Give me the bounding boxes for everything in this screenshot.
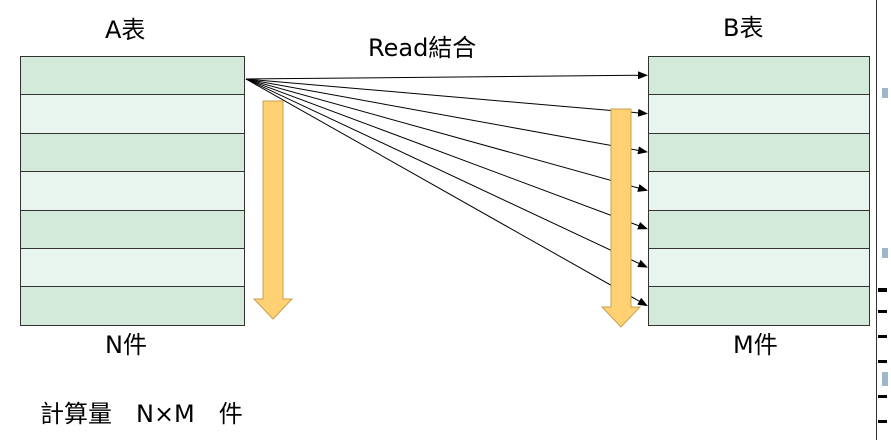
table-a-row-1 [20, 57, 245, 96]
table-b-scan-arrow [600, 108, 642, 328]
join-arrow-6 [245, 78, 648, 268]
table-a [20, 56, 245, 326]
table-b-title: B表 [723, 14, 764, 42]
table-b-row-4 [648, 172, 870, 211]
table-a-row-5 [20, 210, 245, 249]
table-b-row-5 [648, 210, 870, 249]
join-arrows [245, 71, 648, 307]
table-b-row-7 [648, 287, 870, 326]
read-join-label: Read結合 [368, 34, 477, 62]
table-a-row-4 [20, 172, 245, 211]
table-b-count-label: M件 [733, 331, 778, 359]
table-a-scan-arrow [252, 100, 294, 320]
table-b-row-3 [648, 133, 870, 173]
table-a-count-label: N件 [105, 331, 147, 359]
table-a-row-6 [20, 248, 245, 288]
table-a-row-2 [20, 95, 245, 134]
join-arrow-2 [245, 78, 648, 117]
table-b-row-1 [648, 57, 870, 96]
table-a-row-3 [20, 133, 245, 173]
right-edge-fragment [876, 0, 888, 440]
join-arrow-3 [245, 78, 648, 155]
table-b [648, 56, 870, 326]
join-arrow-5 [245, 78, 648, 230]
join-arrow-1 [245, 71, 648, 80]
computation-label: 計算量 N×M 件 [40, 400, 243, 428]
table-a-row-7 [20, 287, 245, 326]
join-arrow-4 [245, 78, 648, 192]
table-a-title: A表 [105, 16, 146, 44]
table-b-row-2 [648, 95, 870, 134]
join-arrow-7 [245, 78, 648, 307]
table-b-row-6 [648, 248, 870, 288]
